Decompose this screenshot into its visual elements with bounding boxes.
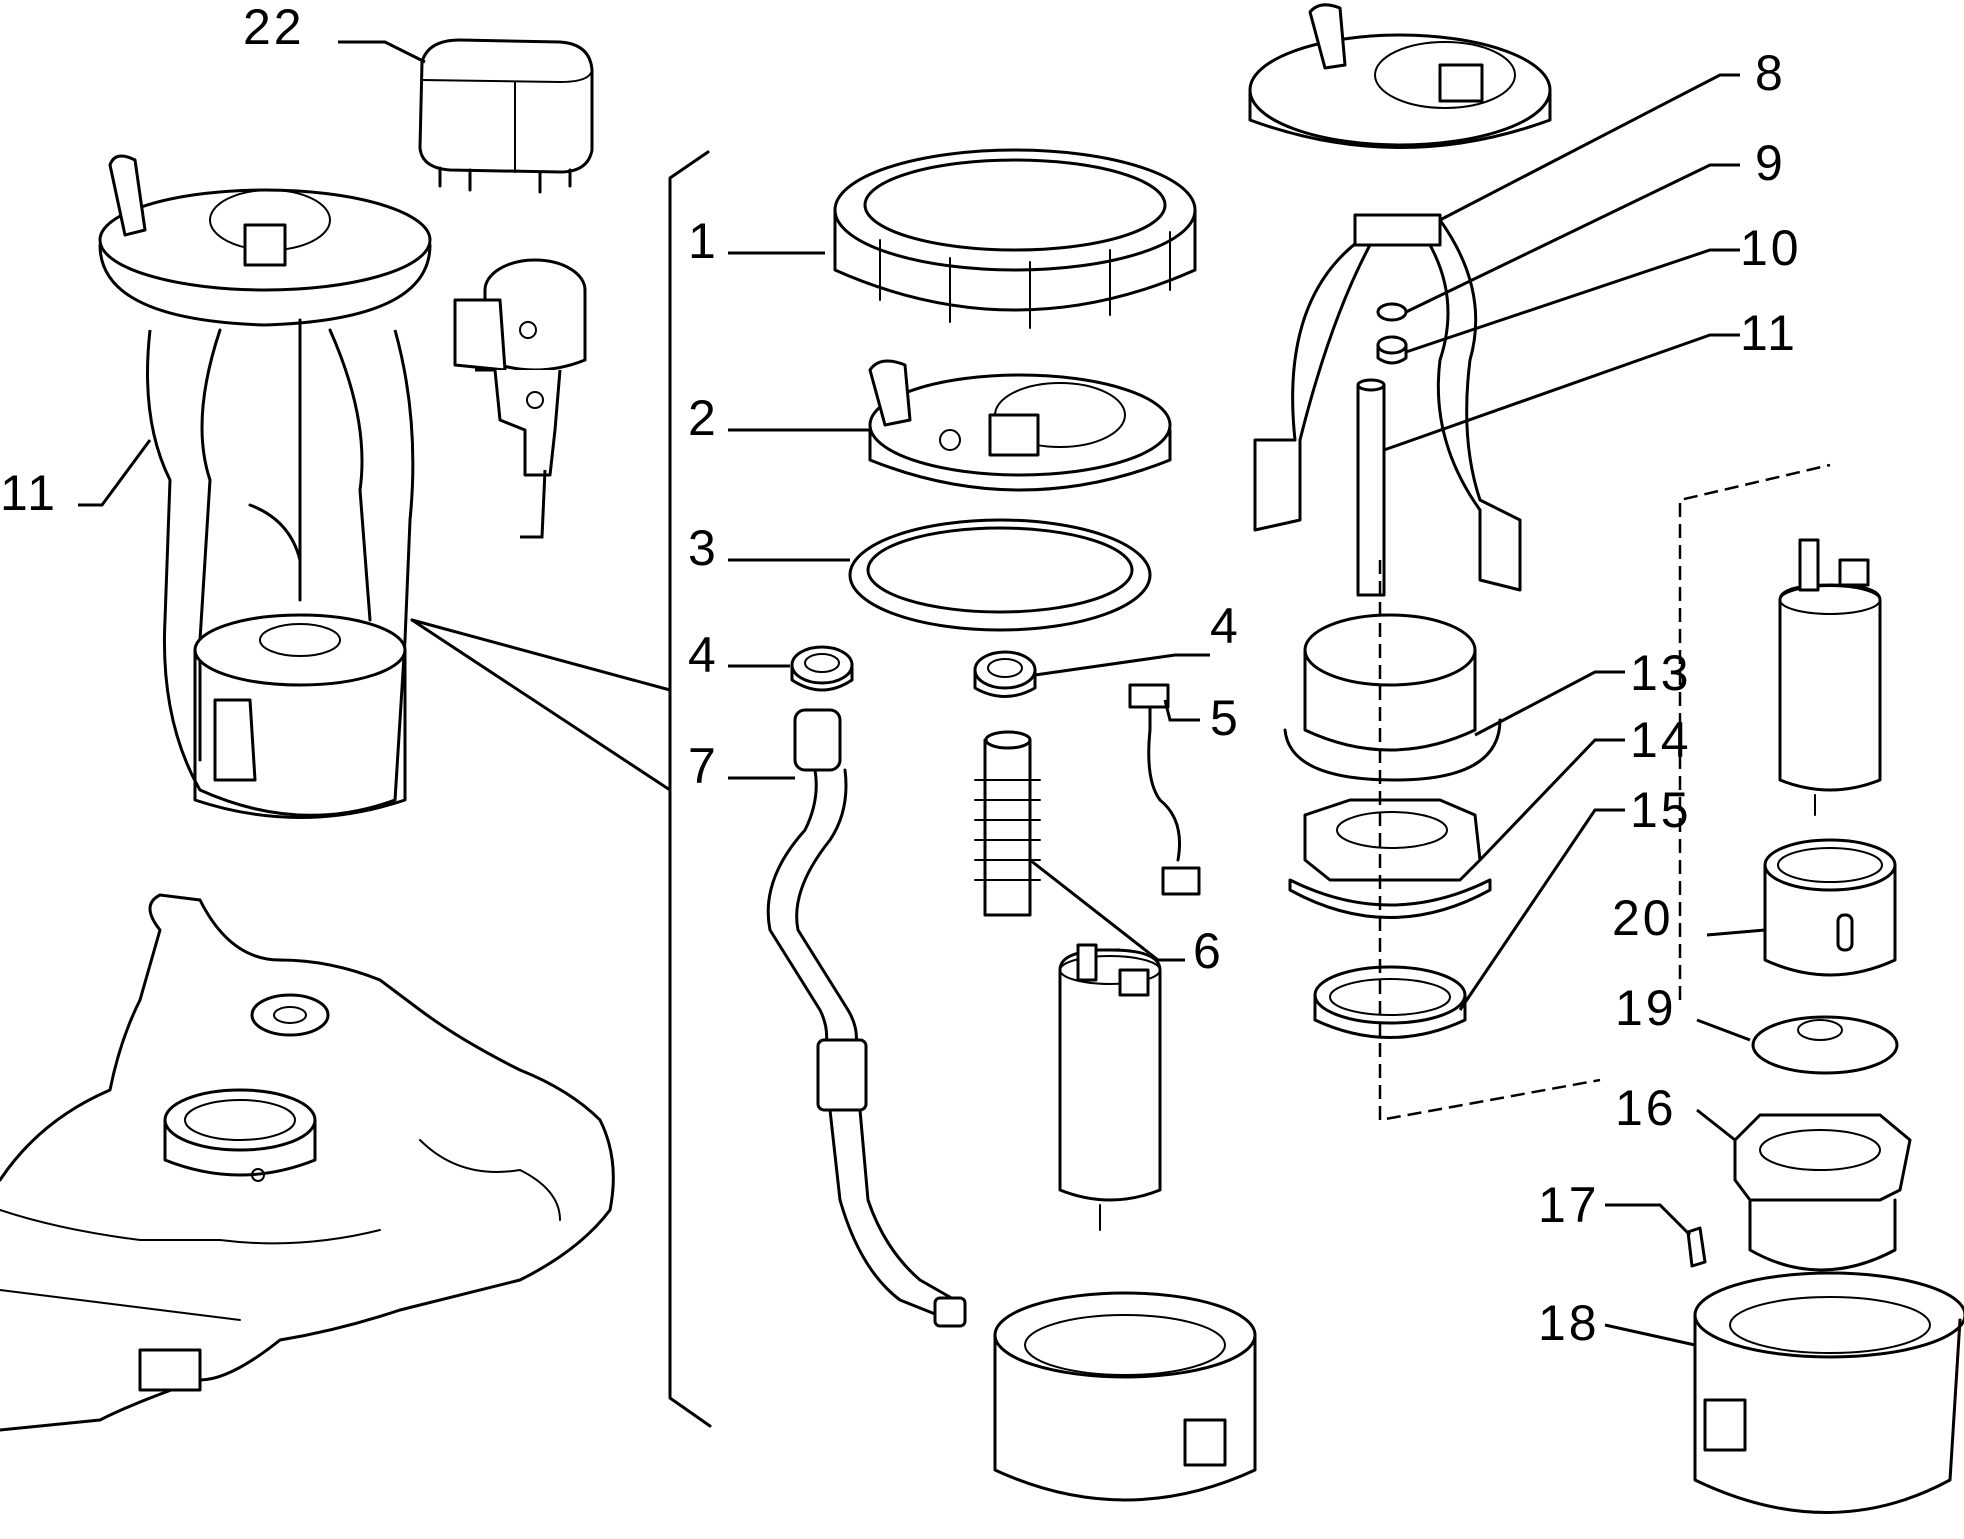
washer-part-9: [1376, 302, 1408, 322]
assembly-bracket: [410, 150, 712, 1428]
callout-labels: 22 11 1 2 3 4 4 5 6 7 8 9 10 11 13 14 15…: [0, 0, 1802, 1351]
callout-4-left: 4: [688, 627, 719, 683]
callout-3: 3: [688, 520, 719, 576]
callout-17: 17: [1538, 1177, 1600, 1233]
hose-clamp-part-4-right: [973, 650, 1037, 698]
flange-assembly-top: [1248, 3, 1552, 149]
callout-21: 22: [243, 0, 305, 55]
seal-ring-part-3: [848, 518, 1152, 632]
callout-19: 19: [1615, 980, 1677, 1036]
callout-9: 9: [1755, 135, 1786, 191]
callout-10: 10: [1740, 220, 1802, 276]
housing-part-18: [1693, 1271, 1964, 1514]
callout-14: 14: [1630, 712, 1692, 768]
nut-part-10: [1376, 335, 1408, 365]
callout-13: 13: [1630, 645, 1692, 701]
fuel-hose-part-7: [766, 708, 967, 1328]
callout-4-right: 4: [1210, 598, 1241, 654]
flange-cover-part-2: [868, 359, 1172, 492]
clamp-part-15: [1313, 965, 1467, 1039]
relay-part-21: [418, 38, 594, 194]
callout-8: 8: [1755, 45, 1786, 101]
hose-clamp-part-4-left: [790, 645, 854, 692]
leader-lines: [78, 40, 1766, 1347]
fuel-pump: [1058, 943, 1162, 1231]
callout-6: 6: [1193, 923, 1224, 979]
callout-11: 11: [1740, 305, 1798, 361]
sensor-part-22: [453, 258, 587, 477]
callout-12: 11: [0, 465, 58, 521]
screw-part-17: [1686, 1226, 1707, 1268]
mount-part-14: [1288, 798, 1492, 919]
callout-1: 1: [688, 213, 719, 269]
bracket-part-8: [1253, 213, 1522, 592]
callout-20: 20: [1612, 890, 1674, 946]
lock-ring-part-1: [833, 148, 1197, 329]
callout-7: 7: [688, 738, 719, 794]
fuel-pump-right: [1778, 538, 1882, 816]
wiring-harness-part-5: [1128, 683, 1201, 896]
mount-part-13: [1283, 613, 1502, 782]
adapter-part-16: [1733, 1113, 1912, 1272]
callout-16: 16: [1615, 1080, 1677, 1136]
dashed-group-boundary: [1378, 463, 1831, 1122]
filter-disc-part-19: [1751, 1015, 1899, 1075]
callout-15: 15: [1630, 782, 1692, 838]
sleeve-part-20: [1763, 838, 1897, 977]
callout-2: 2: [688, 390, 719, 446]
callout-5: 5: [1210, 690, 1241, 746]
hose-sleeve-part-6: [974, 730, 1041, 917]
pump-module-part-12: [98, 154, 432, 819]
callout-18: 18: [1538, 1295, 1600, 1351]
reservoir-canister: [993, 1291, 1257, 1502]
fuel-tank: [0, 893, 615, 1432]
